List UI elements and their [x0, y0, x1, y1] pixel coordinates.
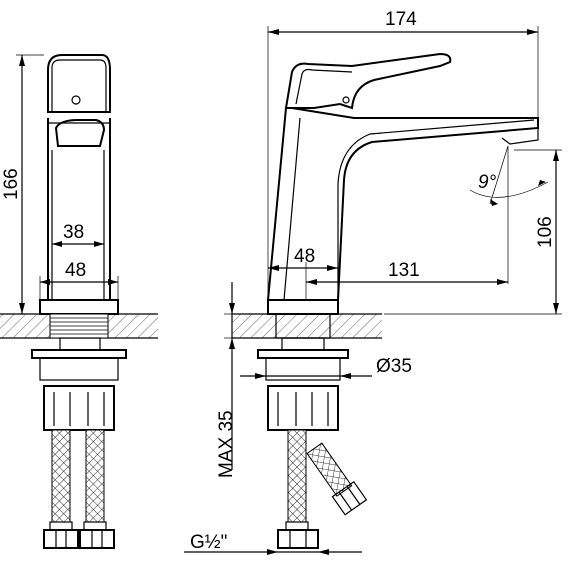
thread-diameter-label: Ø35 — [376, 356, 412, 377]
dim-overall-height: 166 — [1, 54, 44, 315]
faucet-front-view — [31, 54, 127, 549]
overall-length-label: 174 — [385, 9, 417, 30]
dim-inner-width: 38 — [52, 222, 104, 247]
body-width-front-label: 48 — [65, 260, 86, 281]
dim-body-width-side: 48 — [268, 246, 338, 300]
dim-max-thickness: MAX 35 — [216, 282, 240, 478]
spout-height-label: 106 — [535, 216, 556, 248]
dim-thread-diameter: Ø35 — [240, 356, 412, 379]
dim-overall-length: 174 — [267, 9, 539, 300]
max-thickness-label: MAX 35 — [216, 410, 237, 478]
thread-lines — [50, 317, 108, 335]
body-width-side-label: 48 — [294, 246, 315, 267]
connection-label: G½" — [190, 532, 227, 553]
dim-body-width-front: 48 — [39, 260, 119, 300]
dim-connection: G½" — [184, 532, 362, 555]
overall-height-label: 166 — [1, 168, 22, 200]
inner-width-label: 38 — [63, 222, 84, 243]
dim-spout-height: 106 — [384, 149, 562, 315]
faucet-side-view — [257, 52, 539, 549]
indicator-dot — [71, 95, 81, 105]
angle-label: 9° — [478, 172, 497, 193]
spout-reach-label: 131 — [388, 260, 420, 281]
dim-angle: 9° — [469, 145, 549, 206]
countertop-side — [232, 313, 382, 339]
dim-spout-reach: 131 — [306, 146, 509, 285]
